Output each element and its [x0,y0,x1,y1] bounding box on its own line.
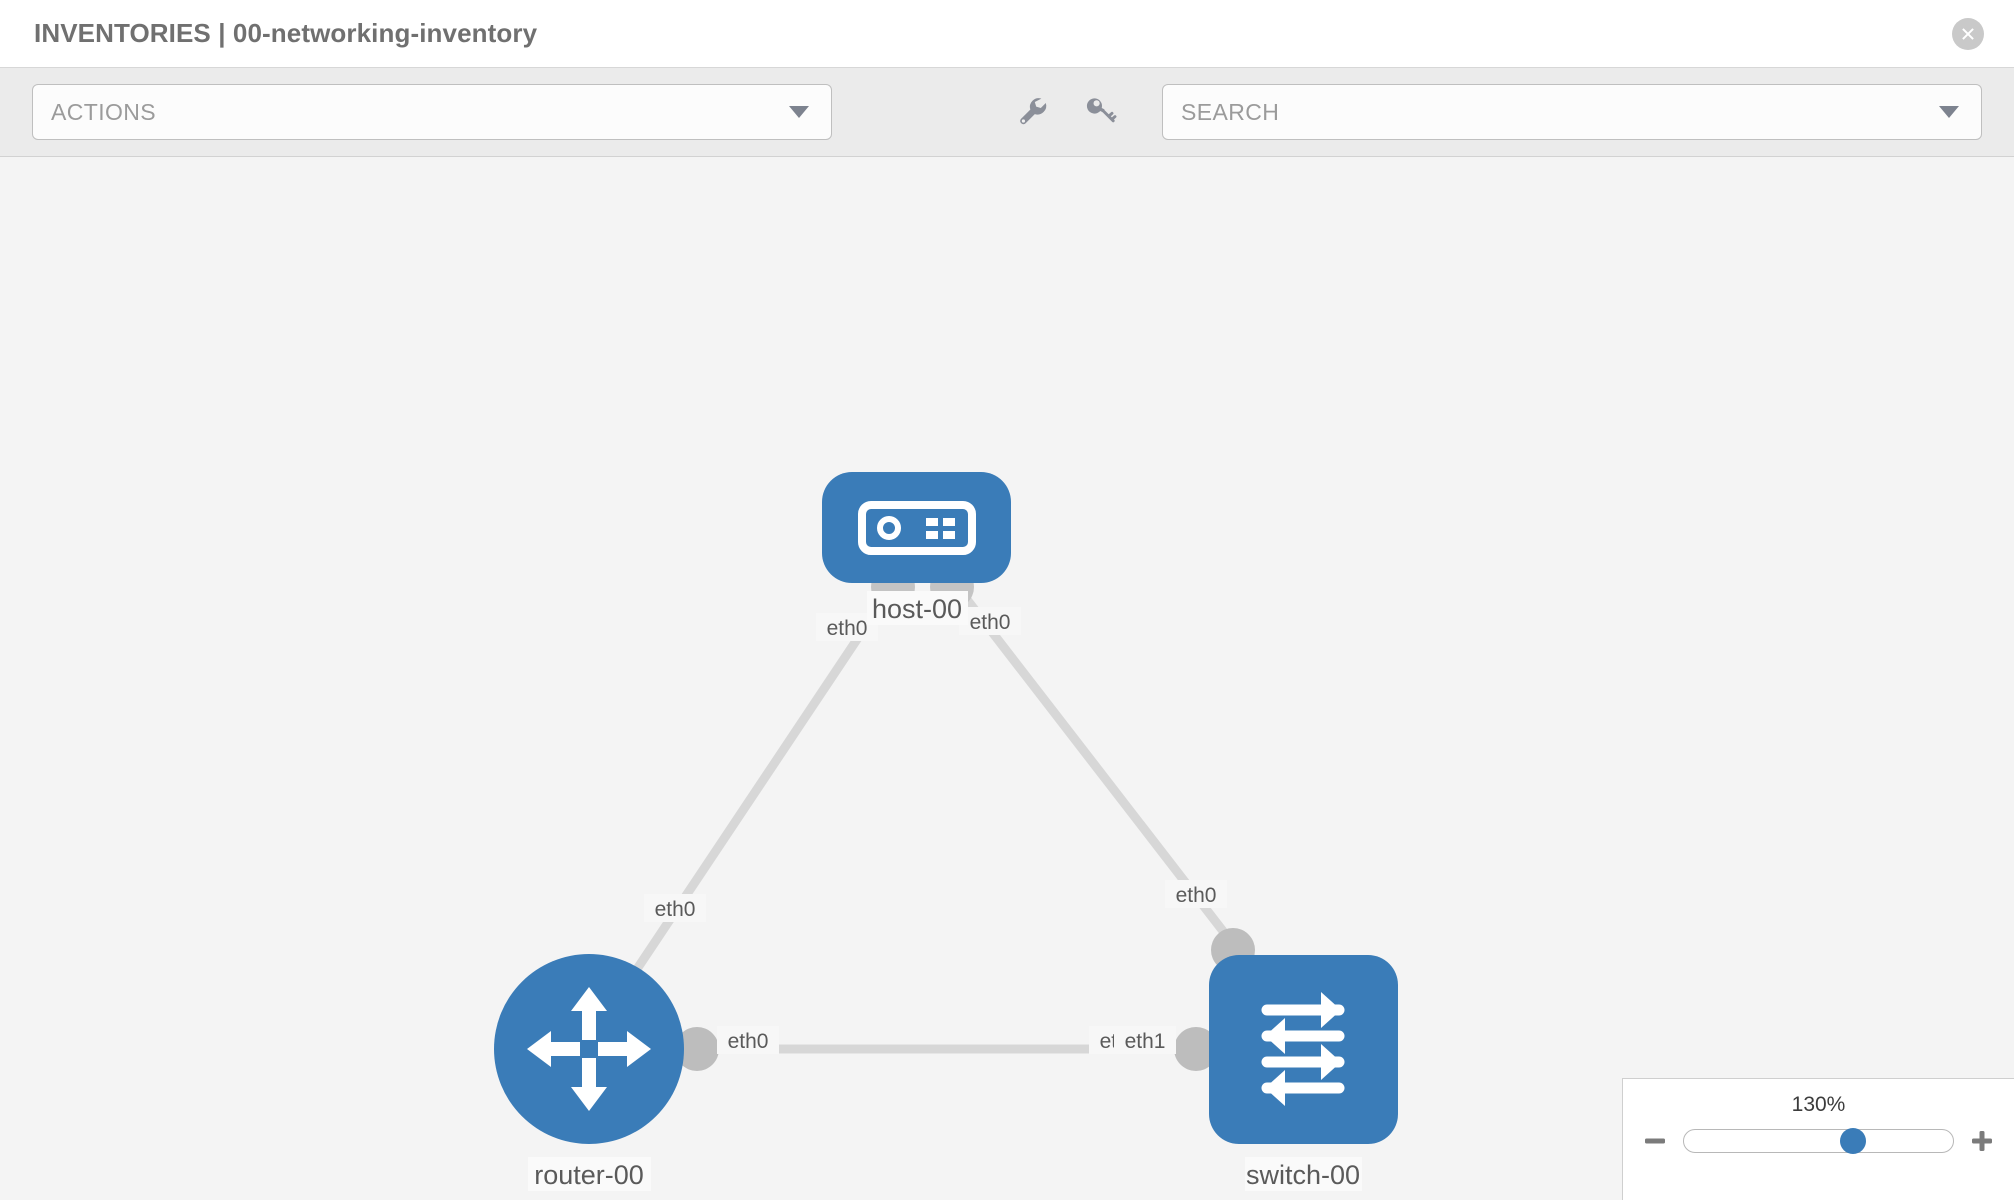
title-bar: INVENTORIES | 00-networking-inventory [0,0,2014,68]
iface-label: eth1 [1125,1030,1166,1053]
zoom-level-value: 130% [1791,1093,1846,1116]
page-title: INVENTORIES | 00-networking-inventory [34,18,538,48]
node-label-host-00: host-00 [872,594,962,624]
node-label-switch-00: switch-00 [1246,1160,1360,1190]
iface-label: eth0 [827,617,868,640]
actions-dropdown-label: ACTIONS [51,98,157,125]
node-label-router-00: router-00 [534,1160,644,1190]
toolbar-icon-group [1012,90,1122,135]
wrench-icon[interactable] [1012,90,1052,135]
chevron-down-icon [789,106,809,118]
node-router-00[interactable] [494,954,684,1144]
zoom-slider-thumb[interactable] [1840,1128,1867,1154]
close-icon[interactable] [1952,17,1984,50]
topology-canvas[interactable]: eth0 eth0 eth0 eth0 eth0 eth0 eth1 host-… [0,157,2014,1200]
topology-connectors [675,565,1255,1071]
toolbar: ACTIONS [0,68,2014,157]
topology-links [611,572,1247,1054]
actions-dropdown[interactable]: ACTIONS [32,84,832,140]
node-labels: host-00 router-00 switch-00 [528,591,1362,1191]
iface-label: eth0 [1176,884,1217,907]
iface-label: eth0 [655,898,696,921]
connector-switch00-west[interactable] [1174,1027,1218,1071]
zoom-slider[interactable] [1683,1128,1954,1154]
zoom-slider-row [1623,1127,2014,1155]
topology-graph[interactable]: eth0 eth0 eth0 eth0 eth0 eth0 eth1 host-… [0,157,2014,1200]
iface-label: eth0 [728,1030,769,1053]
minus-icon[interactable] [1641,1127,1669,1155]
key-icon[interactable] [1082,90,1122,135]
node-switch-00[interactable] [1209,955,1398,1144]
search-chevron-down-icon[interactable] [1939,106,1959,118]
link-host00-router00[interactable] [611,572,904,1005]
search-input[interactable] [1181,98,1963,126]
plus-icon[interactable] [1968,1127,1996,1155]
zoom-control-panel: 130% [1622,1078,2014,1200]
iface-label: eth0 [970,611,1011,634]
connector-router00-east[interactable] [675,1027,719,1071]
node-host-00[interactable] [822,472,1011,583]
search-field[interactable] [1162,84,1982,140]
